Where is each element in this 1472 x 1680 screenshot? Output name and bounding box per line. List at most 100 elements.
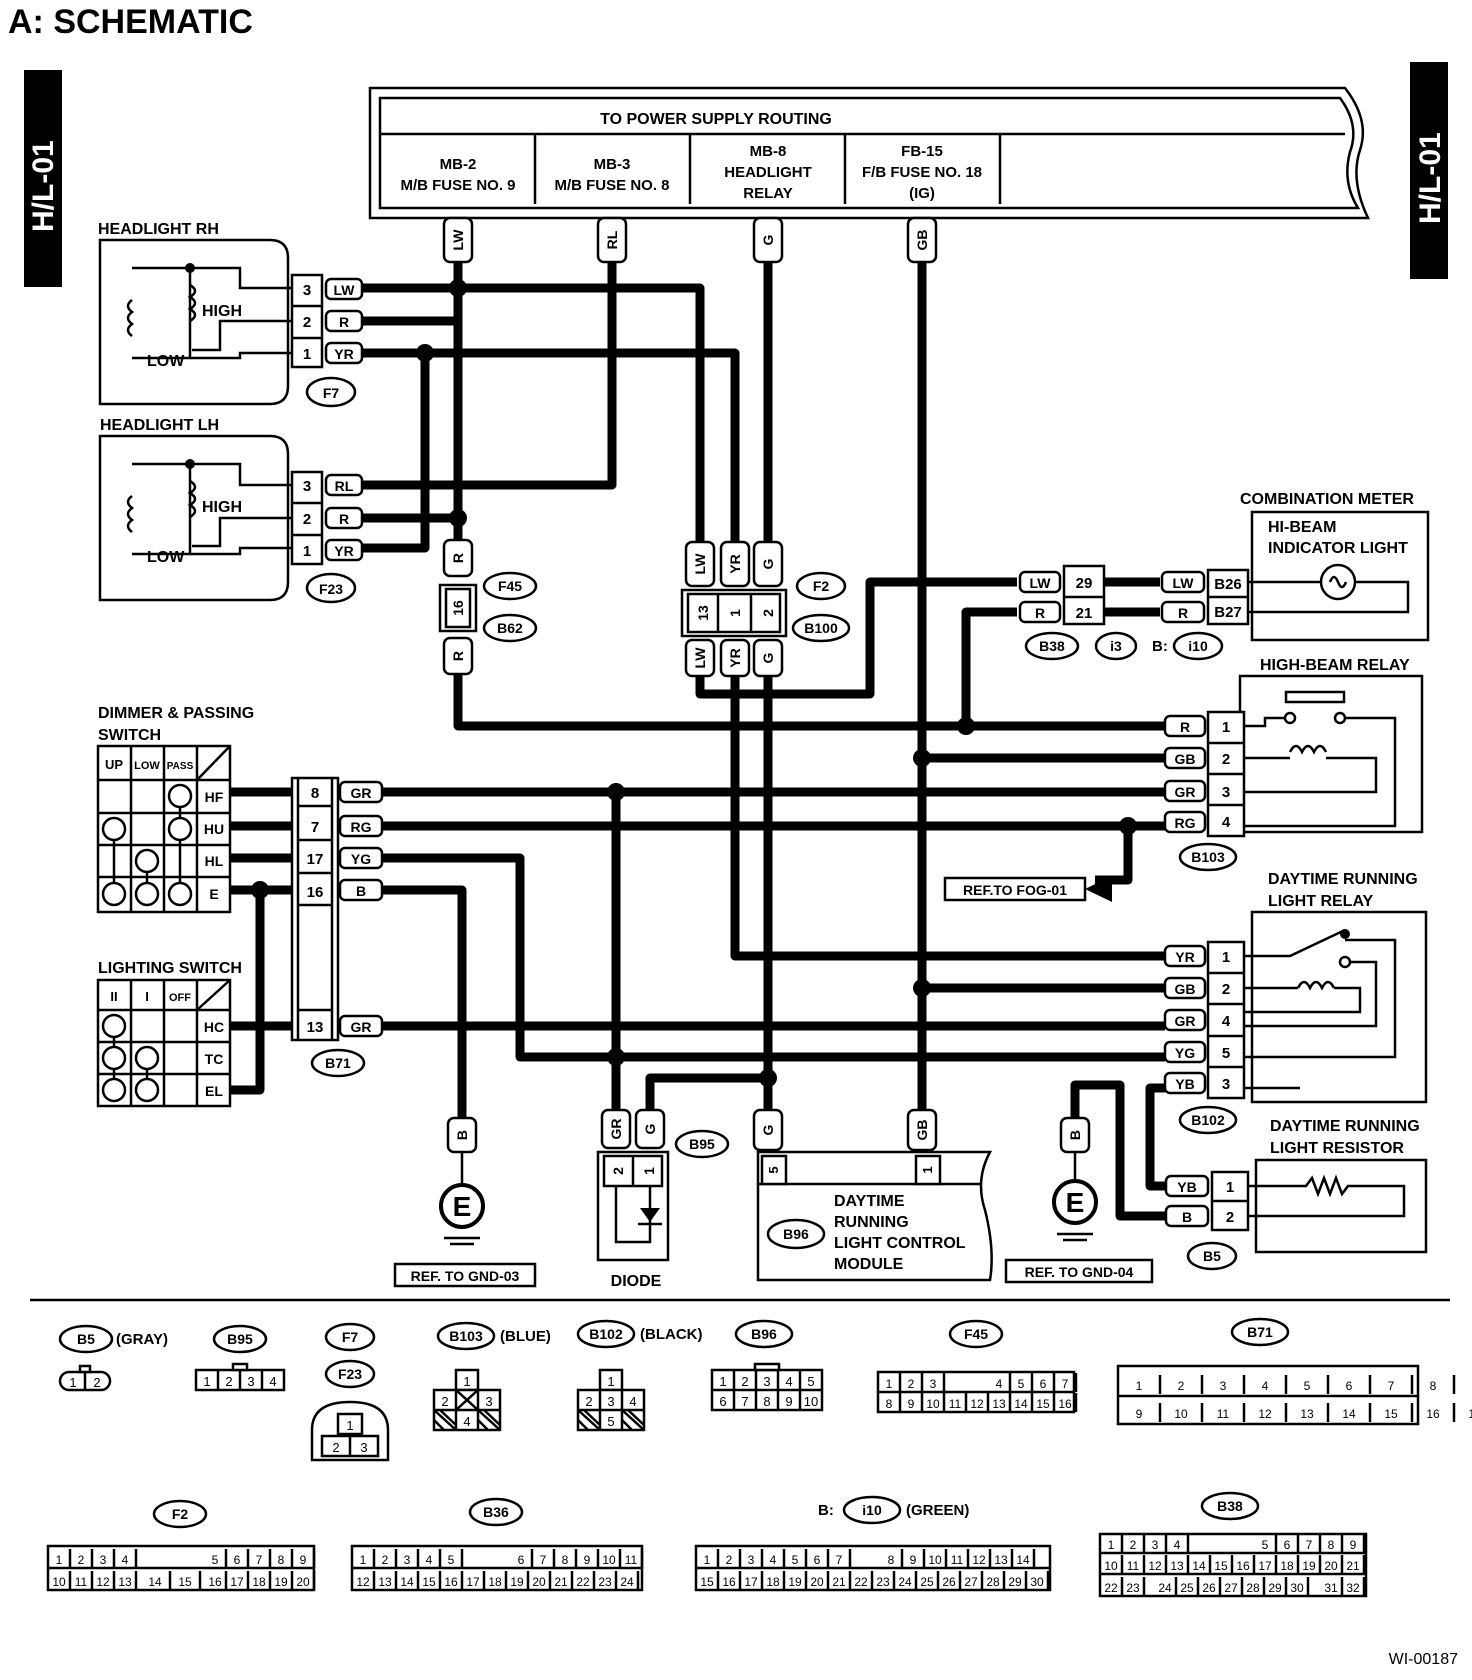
svg-text:15: 15	[1384, 1407, 1398, 1421]
svg-text:OFF: OFF	[169, 992, 191, 1004]
svg-text:LIGHT RELAY: LIGHT RELAY	[1268, 893, 1374, 910]
svg-text:GB: GB	[914, 230, 930, 251]
svg-text:RL: RL	[604, 230, 620, 249]
svg-text:F/B FUSE NO. 18: F/B FUSE NO. 18	[862, 164, 982, 181]
svg-text:9: 9	[908, 1397, 915, 1411]
high-beam-relay: HIGH-BEAM RELAY 1 2 3 4 R GB GR RG B103	[1163, 657, 1424, 872]
svg-text:19: 19	[274, 1575, 288, 1589]
svg-text:6: 6	[814, 1553, 821, 1567]
connector-f45-b62: R 16 R F45 B62	[438, 538, 538, 676]
svg-text:2: 2	[303, 511, 311, 528]
svg-text:17: 17	[230, 1575, 244, 1589]
svg-text:LIGHT RESISTOR: LIGHT RESISTOR	[1270, 1140, 1404, 1157]
svg-text:3: 3	[1220, 1379, 1227, 1393]
svg-text:23: 23	[876, 1575, 890, 1589]
svg-text:8: 8	[562, 1553, 569, 1567]
svg-text:RUNNING: RUNNING	[834, 1214, 909, 1231]
svg-text:M/B FUSE NO. 8: M/B FUSE NO. 8	[554, 177, 669, 194]
svg-text:1: 1	[56, 1553, 63, 1567]
svg-text:16: 16	[722, 1575, 736, 1589]
svg-text:28: 28	[986, 1575, 1000, 1589]
svg-text:HL: HL	[205, 853, 224, 869]
svg-text:LW: LW	[334, 282, 356, 298]
svg-text:3: 3	[100, 1553, 107, 1567]
svg-text:G: G	[642, 1123, 658, 1134]
svg-text:5: 5	[212, 1553, 219, 1567]
svg-text:FB-15: FB-15	[901, 143, 943, 160]
svg-text:HEADLIGHT LH: HEADLIGHT LH	[100, 417, 219, 434]
svg-text:PASS: PASS	[167, 761, 194, 772]
svg-text:MODULE: MODULE	[834, 1256, 904, 1273]
svg-text:11: 11	[75, 1575, 88, 1589]
svg-text:16: 16	[450, 600, 466, 616]
svg-text:18: 18	[252, 1575, 266, 1589]
svg-text:29: 29	[1008, 1575, 1022, 1589]
svg-text:4: 4	[1174, 1538, 1181, 1552]
svg-text:1: 1	[886, 1377, 893, 1391]
page-tag-right: H/L-01	[1410, 62, 1448, 279]
svg-text:1: 1	[203, 1374, 210, 1389]
svg-text:B5: B5	[1203, 1248, 1221, 1264]
connector-f2-b100: LW YR G 13 1 2 LW YR G F2 B100	[680, 540, 851, 678]
svg-text:5: 5	[1018, 1377, 1025, 1391]
svg-text:MB-3: MB-3	[594, 156, 631, 173]
svg-text:24: 24	[620, 1575, 634, 1589]
svg-text:B96: B96	[783, 1226, 809, 1242]
svg-text:(BLUE): (BLUE)	[500, 1328, 551, 1345]
svg-text:9: 9	[785, 1394, 792, 1409]
svg-text:13: 13	[695, 605, 711, 621]
svg-text:15: 15	[700, 1575, 714, 1589]
svg-text:3: 3	[1222, 784, 1230, 801]
svg-text:RG: RG	[1175, 815, 1196, 831]
svg-text:DAYTIME RUNNING: DAYTIME RUNNING	[1270, 1118, 1420, 1135]
svg-text:27: 27	[964, 1575, 978, 1589]
svg-text:R: R	[1180, 719, 1190, 735]
svg-text:16: 16	[307, 884, 324, 901]
svg-text:M/B FUSE NO. 9: M/B FUSE NO. 9	[400, 177, 515, 194]
headlight-rh: HEADLIGHT RH HIGH LOW 3 2 1 LW R YR F7	[98, 221, 364, 408]
svg-text:10: 10	[1104, 1559, 1118, 1573]
svg-text:22: 22	[854, 1575, 868, 1589]
svg-text:17: 17	[1468, 1407, 1472, 1421]
svg-text:G: G	[760, 234, 776, 245]
svg-text:3: 3	[404, 1553, 411, 1567]
svg-text:14: 14	[1192, 1559, 1206, 1573]
diode: GR G 2 1 DIODE B95	[596, 1108, 730, 1290]
svg-text:F23: F23	[319, 581, 343, 597]
connector-b38: LW R 29 21 B38 i3 B: i10	[1018, 564, 1224, 661]
svg-text:30: 30	[1030, 1575, 1044, 1589]
svg-text:H/L-01: H/L-01	[27, 140, 60, 232]
svg-text:HIGH: HIGH	[202, 499, 242, 516]
svg-text:10: 10	[926, 1397, 940, 1411]
svg-text:1: 1	[360, 1553, 367, 1567]
svg-text:19: 19	[788, 1575, 802, 1589]
svg-text:F2: F2	[813, 578, 830, 594]
page-title: A: SCHEMATIC	[8, 3, 253, 41]
drl-control-module: G GB 5 1 B96 DAYTIME RUNNING LIGHT CONTR…	[752, 1108, 993, 1282]
svg-text:10: 10	[1174, 1407, 1188, 1421]
svg-text:4: 4	[996, 1377, 1003, 1391]
svg-text:2: 2	[585, 1394, 592, 1409]
svg-text:R: R	[450, 651, 466, 661]
svg-text:16: 16	[1058, 1397, 1072, 1411]
svg-text:HIGH: HIGH	[202, 303, 242, 320]
svg-text:15: 15	[1214, 1559, 1228, 1573]
svg-text:E: E	[453, 1191, 472, 1222]
svg-text:4: 4	[785, 1374, 792, 1389]
svg-text:16: 16	[1236, 1559, 1250, 1573]
wiring	[230, 262, 1165, 1221]
svg-text:3: 3	[485, 1394, 492, 1409]
svg-text:26: 26	[1202, 1581, 1216, 1595]
svg-text:B103: B103	[1191, 849, 1225, 865]
svg-text:B95: B95	[227, 1331, 253, 1347]
svg-text:YG: YG	[351, 851, 371, 867]
svg-text:15: 15	[422, 1575, 436, 1589]
svg-text:11: 11	[949, 1397, 962, 1411]
svg-text:13: 13	[378, 1575, 392, 1589]
drl-relay: DAYTIME RUNNING LIGHT RELAY 1 2 4 5 3 YR…	[1163, 871, 1428, 1135]
svg-text:7: 7	[256, 1553, 263, 1567]
svg-text:30: 30	[1290, 1581, 1304, 1595]
svg-text:YG: YG	[1175, 1045, 1195, 1061]
svg-text:5: 5	[607, 1414, 614, 1429]
svg-text:25: 25	[920, 1575, 934, 1589]
